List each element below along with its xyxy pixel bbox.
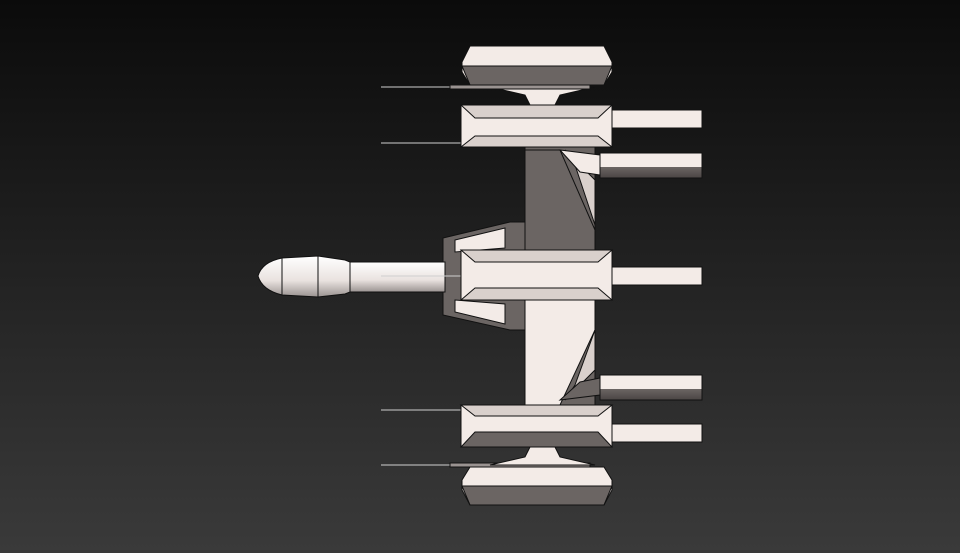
rod [611, 109, 703, 129]
wires [381, 86, 462, 466]
neck [489, 446, 596, 466]
nose-cone [257, 255, 351, 298]
rod [599, 152, 703, 179]
rod [599, 374, 703, 401]
model [257, 45, 703, 506]
rod [611, 423, 703, 443]
tube [349, 261, 446, 293]
rod [611, 266, 703, 286]
